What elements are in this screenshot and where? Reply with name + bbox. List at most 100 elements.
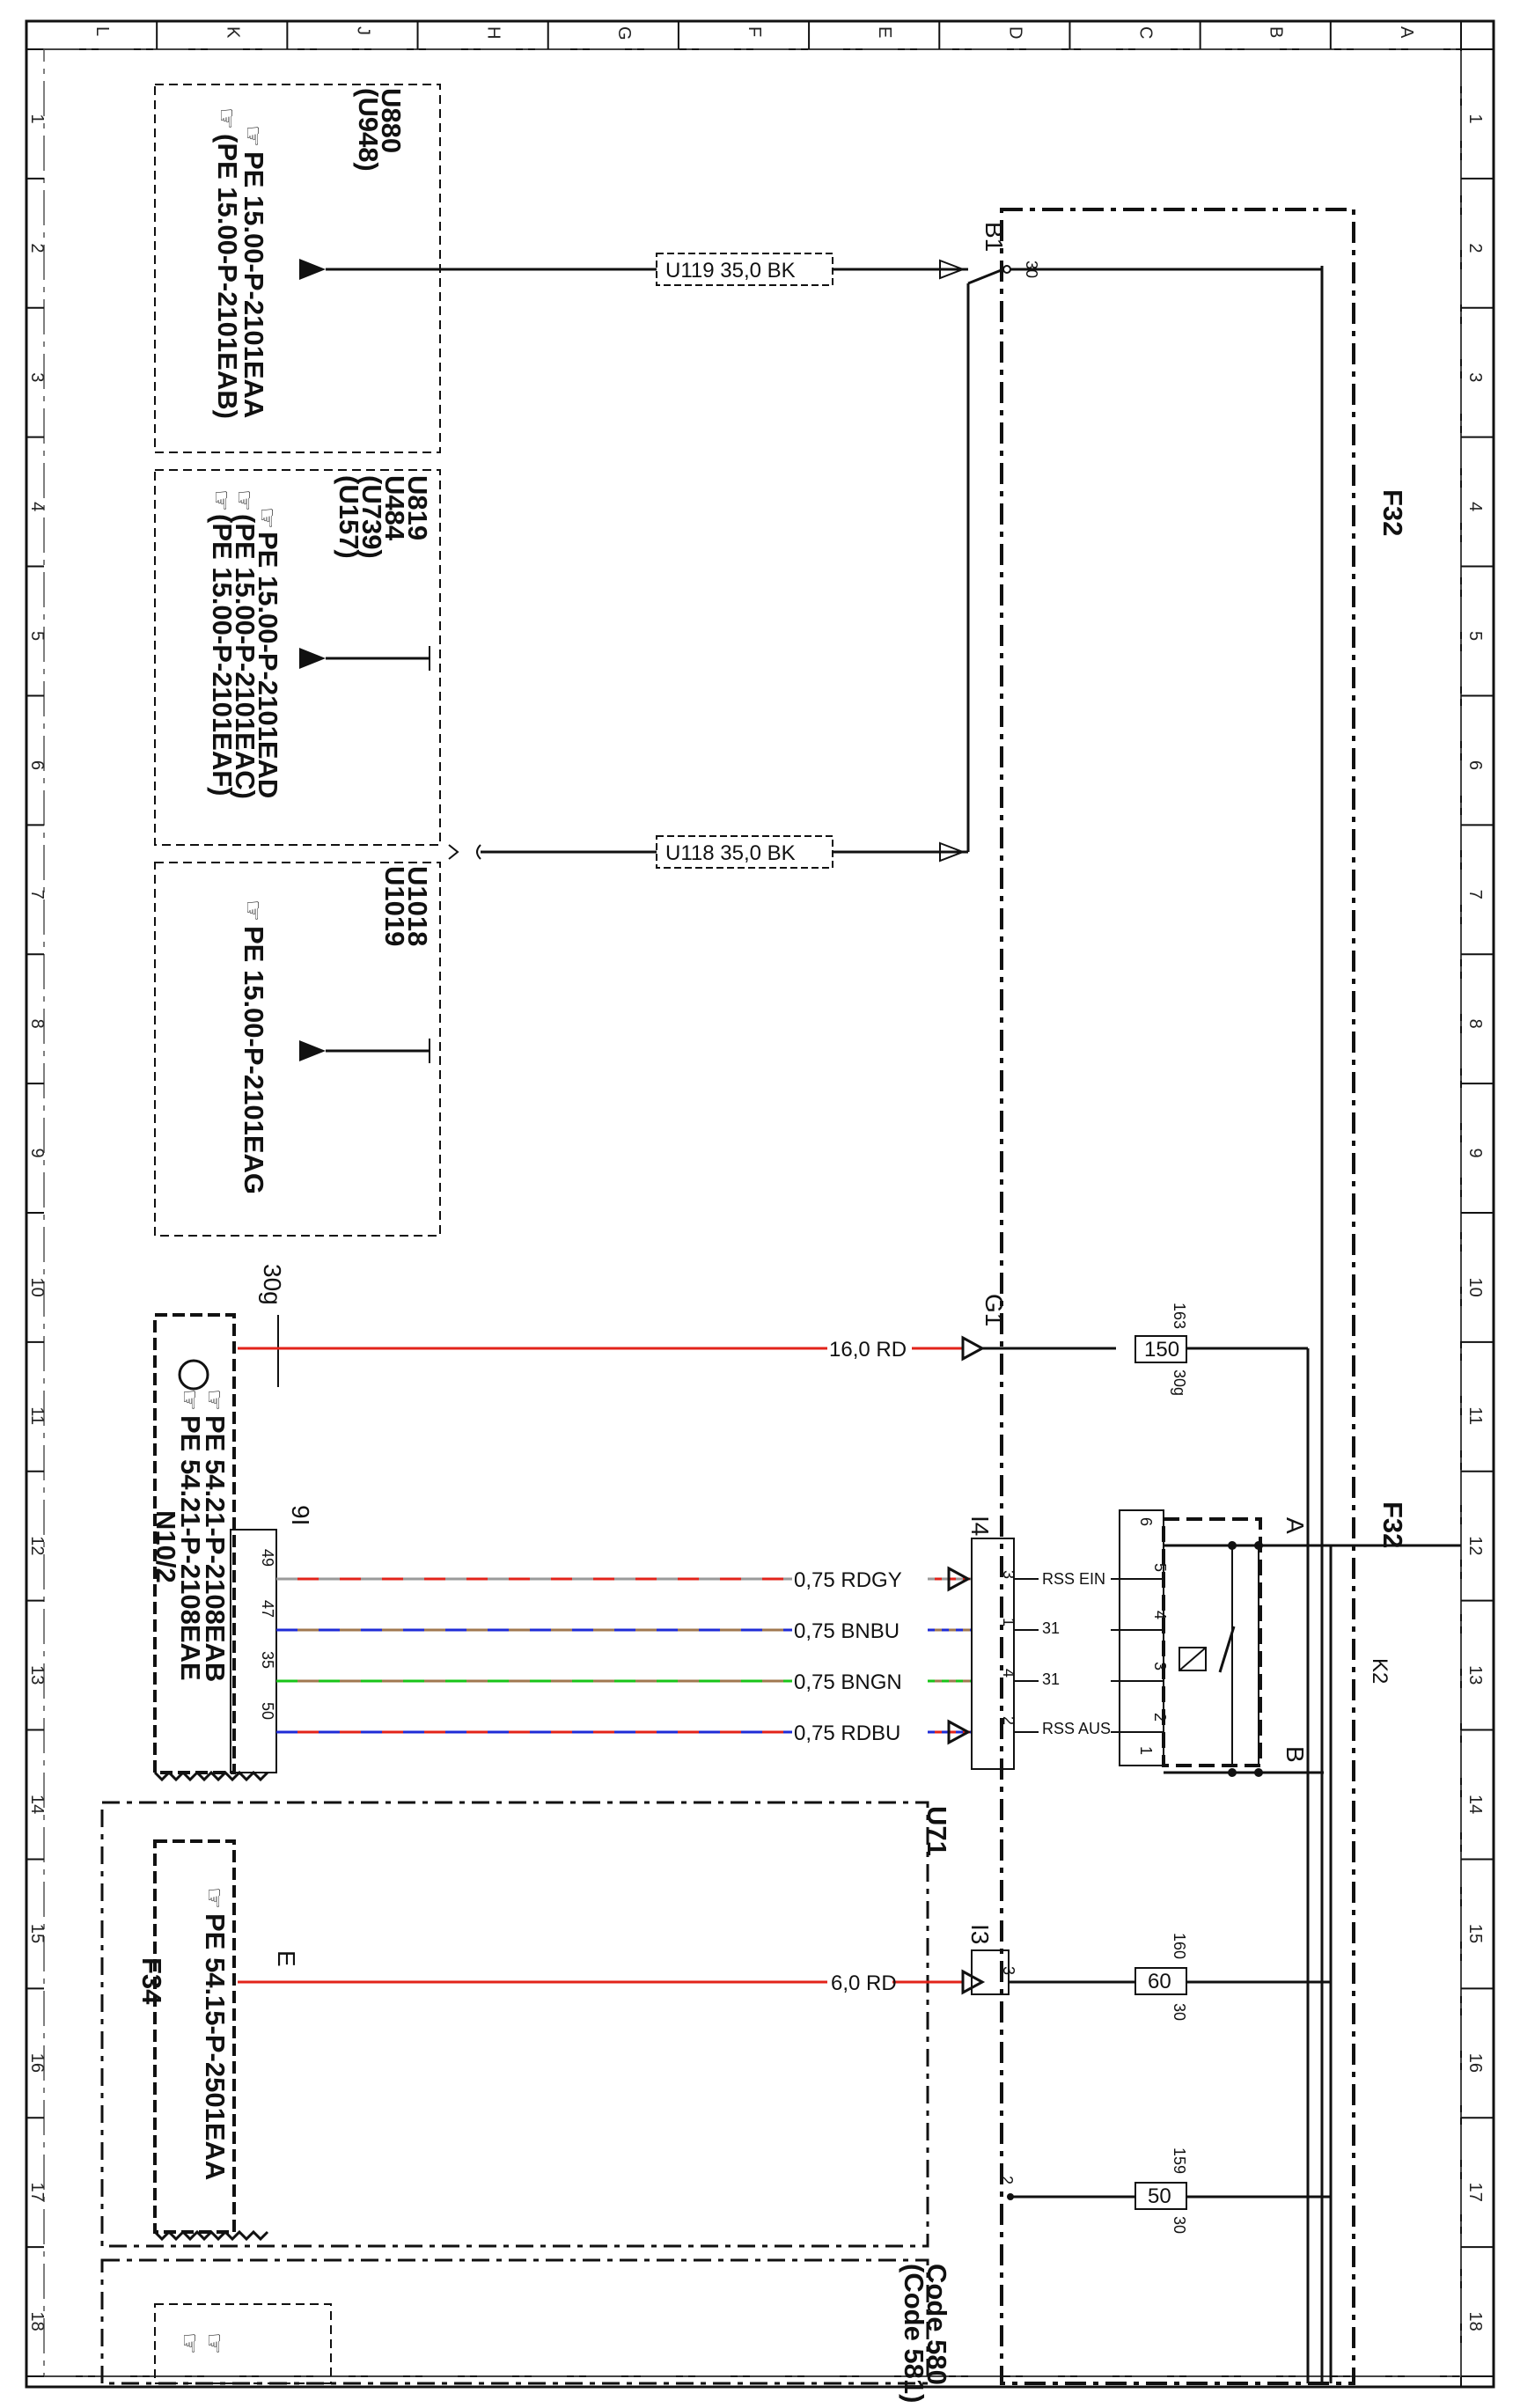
fuse-160: 60 160 30	[1134, 1933, 1331, 2021]
f34-label: F34	[136, 1957, 167, 2005]
svg-text:4: 4	[1000, 1669, 1017, 1678]
u71-ref: PE 54.15-P-2501EAA	[200, 1913, 231, 2180]
f32-top-label: F32	[1377, 489, 1408, 536]
row-number: 4	[27, 502, 47, 511]
i4-label: I4	[966, 1516, 994, 1536]
relay-coil	[1179, 1647, 1207, 1671]
row-number: 18	[1465, 2312, 1485, 2331]
relay-a: A	[1281, 1517, 1309, 1534]
row-number: 3	[1465, 372, 1485, 382]
svg-text:3: 3	[1151, 1662, 1169, 1670]
svg-text:50: 50	[1148, 2184, 1171, 2208]
pin-2: 2	[998, 2176, 1016, 2184]
code-box	[100, 2258, 929, 2385]
n10-connector: 9I	[287, 1505, 314, 1525]
svg-text:3: 3	[1000, 1570, 1017, 1579]
box2-ref-3: (PE 15.00-P-2101EAF)	[207, 514, 238, 796]
row-number: 16	[27, 2053, 47, 2073]
rss-ein-label: RSS EIN	[1042, 1570, 1105, 1588]
g1-label: G1	[980, 1294, 1008, 1326]
svg-text:1: 1	[1137, 1746, 1155, 1755]
u71-pin: E	[273, 1950, 300, 1967]
i3-pin: 3	[1000, 1966, 1017, 1975]
box2-ref-2: (PE 15.00-P-2101EAC)	[230, 514, 261, 799]
signal-wire-label: 0,75 BNGN	[794, 1670, 902, 1694]
i3-label: I3	[966, 1924, 994, 1944]
ground-icon	[178, 1359, 209, 1391]
row-number: 8	[27, 1019, 47, 1029]
row-number: 3	[27, 372, 47, 382]
hand-icon: ☞	[208, 489, 235, 511]
column-letter: C	[1136, 26, 1156, 39]
box1-code-1: U880	[376, 88, 407, 153]
box1-ref-2: (PE 15.00-P-2101EAB)	[212, 134, 243, 419]
code-line-2: (Code 581)	[899, 2264, 929, 2403]
signal-wire-label: 0,75 BNBU	[794, 1619, 900, 1643]
svg-text:6: 6	[1137, 1517, 1155, 1526]
row-number: 15	[1465, 1924, 1485, 1943]
hand-icon: ☞	[231, 489, 258, 511]
row-number: 18	[27, 2312, 47, 2331]
row-number: 11	[27, 1406, 47, 1425]
column-letter: D	[1005, 26, 1024, 39]
row-number: 13	[1465, 1665, 1485, 1685]
n10-ref-2: PE 54.21-P-2108EAE	[175, 1415, 206, 1681]
t31-b: 31	[1042, 1670, 1060, 1688]
column-letter: E	[875, 26, 894, 38]
code-line-1: Code 580	[922, 2264, 952, 2385]
fuse-163: 150 163 30g	[1134, 1303, 1310, 1396]
hand-icon: ☞	[253, 507, 281, 529]
hand-icon: ☞	[176, 1389, 203, 1411]
b1-label: B1	[980, 222, 1008, 252]
row-number: 2	[1465, 243, 1485, 253]
svg-text:5: 5	[1151, 1563, 1169, 1572]
fuse-159: 50 159 30	[1134, 2147, 1331, 2234]
row-number: 8	[1465, 1019, 1485, 1029]
rss-aus-label: RSS AUS	[1042, 1720, 1111, 1737]
svg-text:35: 35	[259, 1651, 276, 1669]
svg-text:150: 150	[1144, 1338, 1179, 1362]
column-letter: K	[223, 26, 242, 39]
svg-text:1: 1	[1000, 1618, 1017, 1626]
column-letter: J	[353, 26, 372, 35]
row-number: 11	[1465, 1406, 1485, 1425]
n10-terminal: 30g	[259, 1264, 286, 1305]
box1-ref-1: PE 15.00-P-2101EAA	[239, 151, 269, 418]
row-ruler: 1122334455667788991010111112121313141415…	[26, 114, 1494, 2377]
row-number: 10	[1465, 1277, 1485, 1296]
box1-code-2: (U948)	[353, 88, 384, 172]
row-number: 10	[27, 1277, 47, 1296]
column-letter: H	[484, 26, 503, 39]
box2-code-2: U484	[379, 475, 410, 541]
row-number: 5	[1465, 631, 1485, 641]
u71-code: U71	[922, 1806, 952, 1856]
box2-code-3: (U739)	[356, 475, 387, 559]
svg-text:4: 4	[1151, 1611, 1169, 1619]
svg-text:159: 159	[1171, 2147, 1188, 2174]
svg-text:50: 50	[259, 1702, 276, 1720]
box2-ref-1: PE 15.00-P-2101EAD	[253, 532, 283, 798]
k2-label: K2	[1368, 1658, 1391, 1684]
row-number: 7	[27, 890, 47, 899]
svg-text:160: 160	[1171, 1933, 1188, 1959]
svg-text:47: 47	[259, 1600, 276, 1618]
row-number: 6	[1465, 760, 1485, 770]
row-number: 13	[27, 1665, 47, 1685]
svg-text:49: 49	[259, 1549, 276, 1567]
row-number: 12	[1465, 1536, 1485, 1555]
hand-icon: ☞	[201, 2332, 228, 2354]
svg-text:2: 2	[1151, 1713, 1169, 1722]
n10-name: N10/2	[151, 1510, 181, 1583]
box2-code-4: (U157)	[334, 475, 364, 559]
row-number: 16	[1465, 2053, 1485, 2073]
u71-box	[100, 1801, 929, 2248]
hand-icon: ☞	[213, 107, 240, 129]
row-number: 9	[1465, 1149, 1485, 1158]
hand-icon: ☞	[239, 125, 267, 147]
u119-wire-label: U119 35,0 BK	[665, 259, 796, 283]
column-letter: L	[92, 26, 112, 36]
column-letter: B	[1267, 26, 1286, 38]
row-number: 6	[27, 760, 47, 770]
box3-code-1: U1018	[402, 866, 433, 946]
